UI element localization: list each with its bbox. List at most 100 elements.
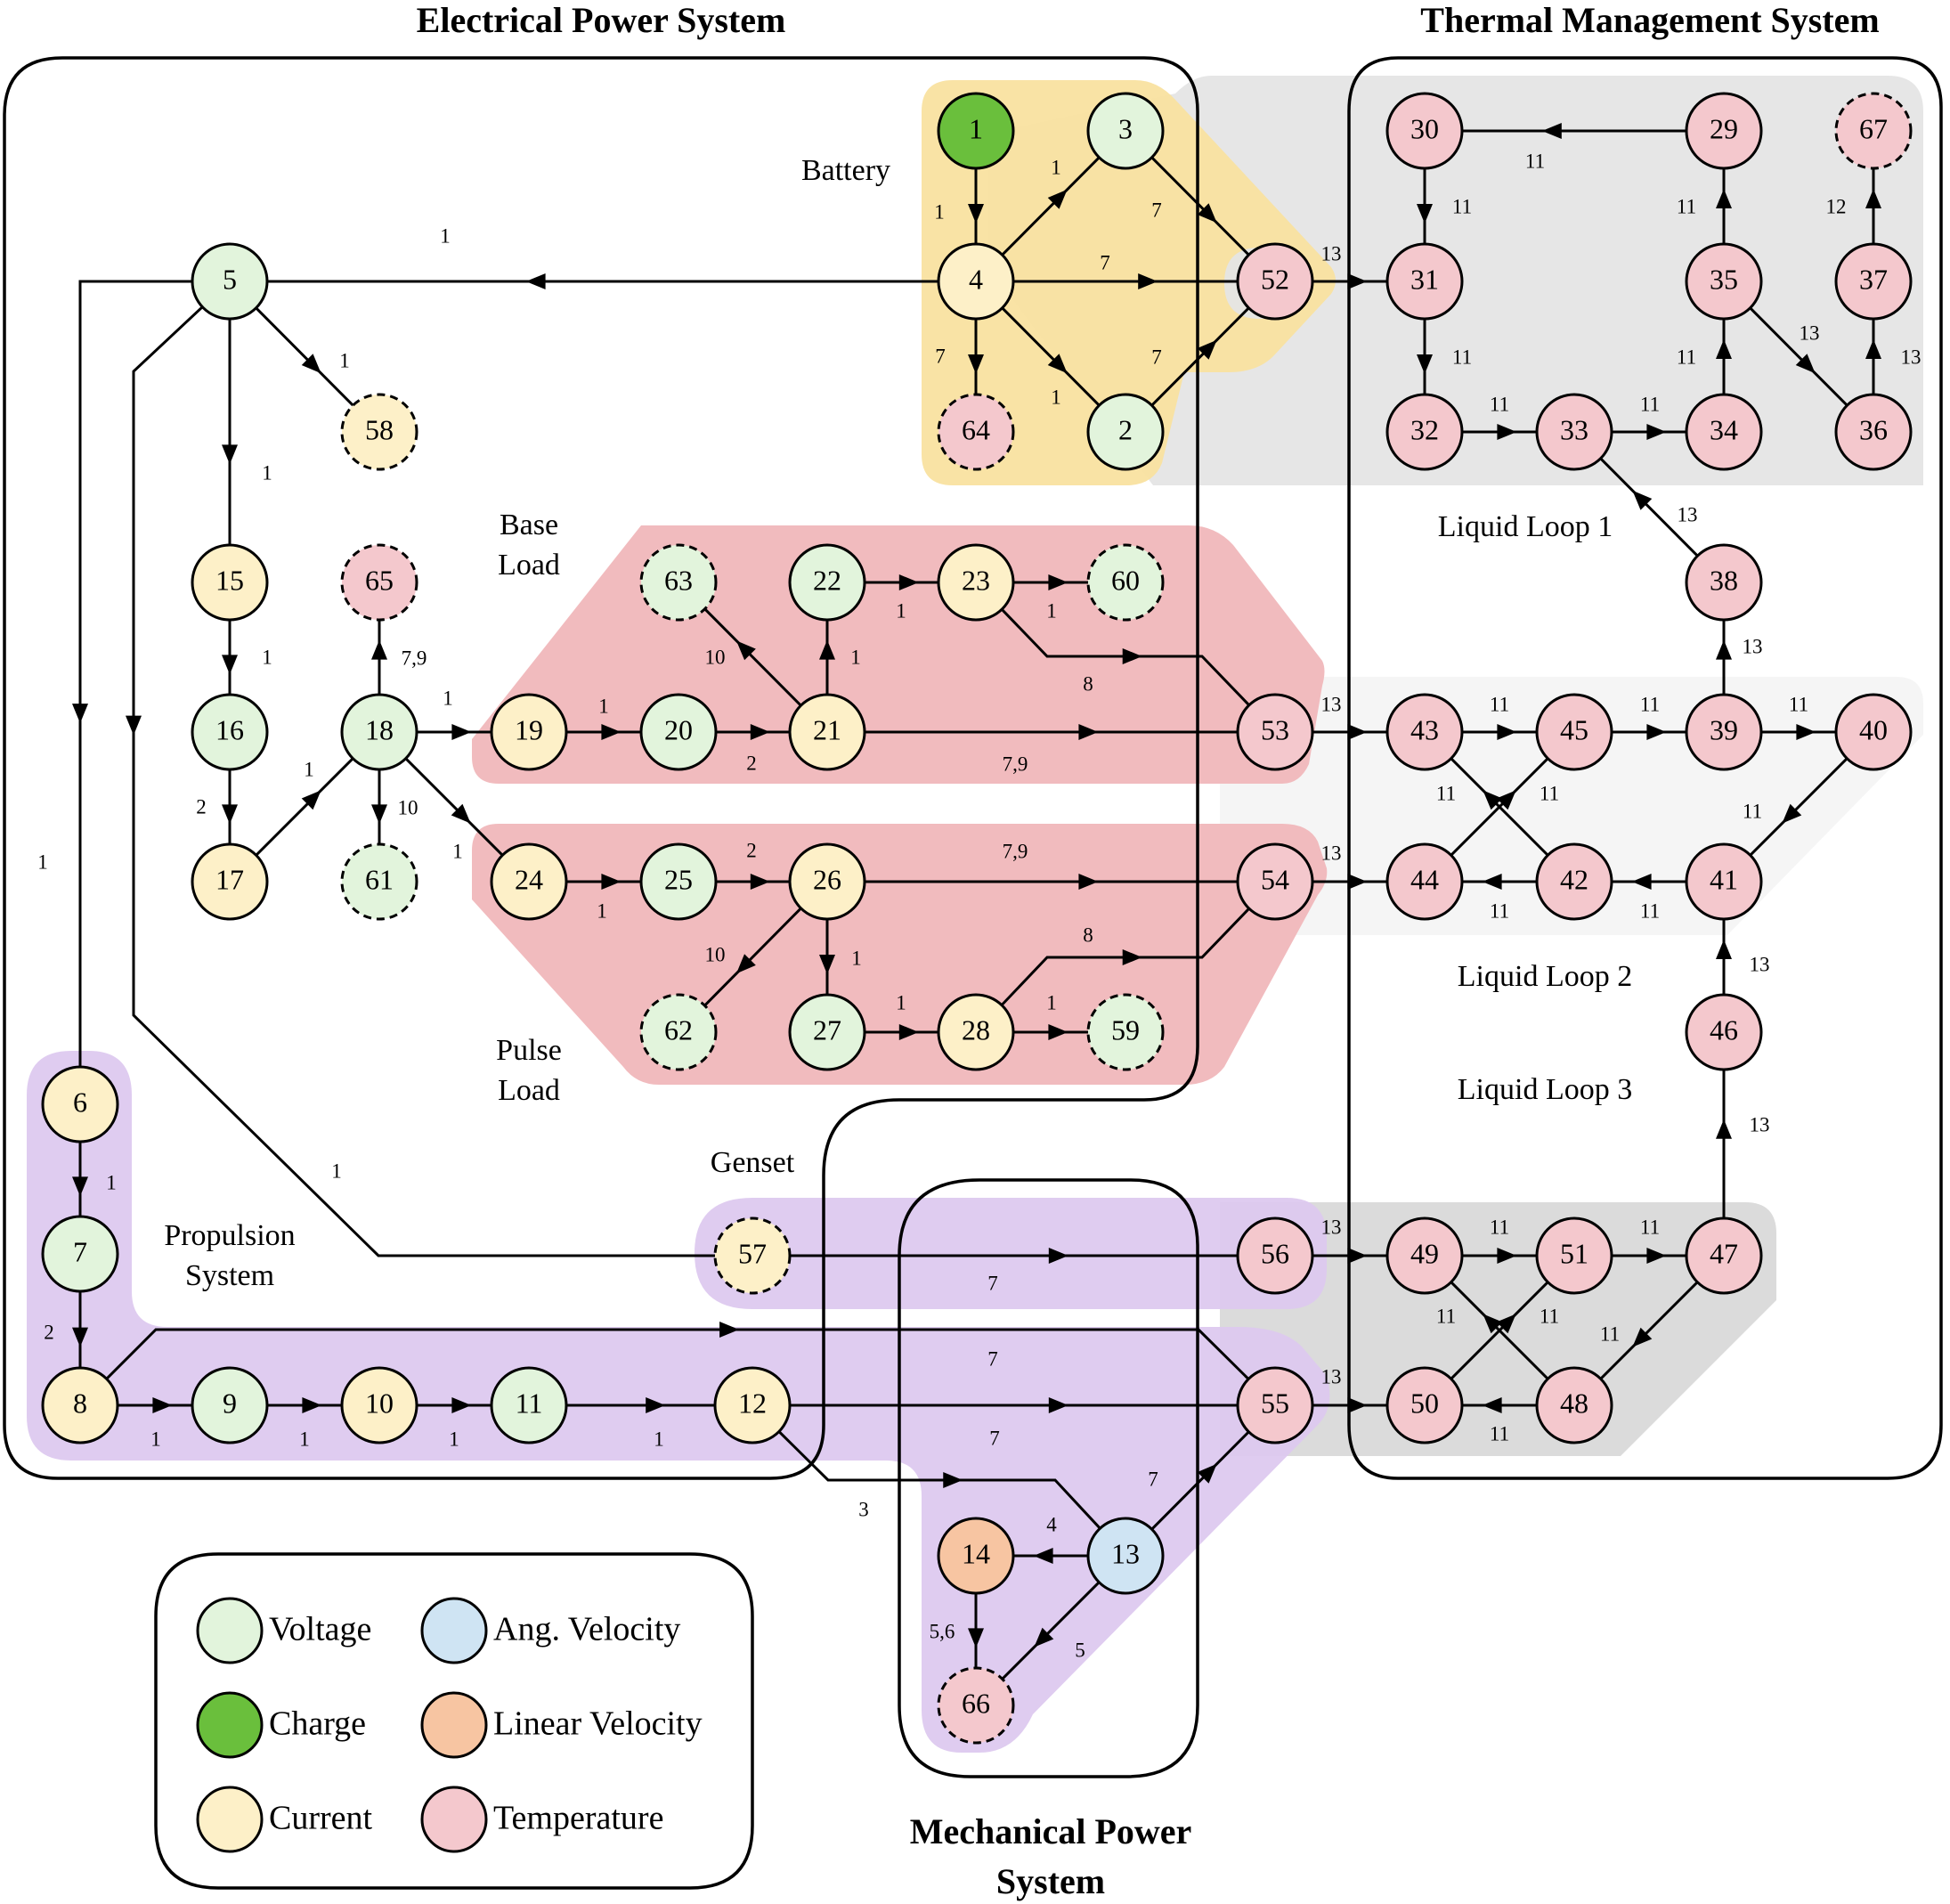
node-64: 64 bbox=[937, 393, 1015, 471]
legend-swatch bbox=[420, 1786, 488, 1853]
node-label: 10 bbox=[365, 1387, 394, 1419]
edge-21-63: 10 bbox=[703, 607, 802, 707]
edge-label: 13 bbox=[1321, 842, 1342, 864]
edge-21-22: 1 bbox=[819, 620, 861, 695]
edge-label: 7 bbox=[1148, 1468, 1158, 1490]
node-24: 24 bbox=[490, 842, 568, 921]
edge-label: 10 bbox=[705, 943, 726, 965]
edge-label: 1 bbox=[896, 599, 906, 622]
node-circle bbox=[1535, 693, 1613, 771]
node-circle bbox=[937, 393, 1015, 471]
node-label: 7 bbox=[73, 1235, 87, 1267]
node-label: 51 bbox=[1560, 1237, 1588, 1269]
edge-35-29: 11 bbox=[1677, 168, 1732, 244]
node-label: 66 bbox=[962, 1687, 990, 1719]
node-label: 2 bbox=[1118, 413, 1133, 445]
edge-arrowhead bbox=[1347, 724, 1368, 740]
edge-arrowhead bbox=[750, 724, 770, 740]
edge-arrowhead bbox=[72, 1327, 88, 1347]
edge-arrowhead bbox=[1483, 790, 1503, 810]
edge-label: 11 bbox=[1490, 1422, 1509, 1444]
edge-16-17: 2 bbox=[196, 769, 238, 844]
node-3: 3 bbox=[1086, 92, 1165, 170]
edge-label: 12 bbox=[1826, 195, 1847, 217]
node-circle bbox=[1086, 1517, 1165, 1595]
edge-49-51: 11 bbox=[1462, 1216, 1537, 1264]
node-53: 53 bbox=[1236, 693, 1314, 771]
node-circle bbox=[1685, 543, 1763, 622]
node-6: 6 bbox=[41, 1065, 119, 1143]
node-circle bbox=[1236, 842, 1314, 921]
node-label: 17 bbox=[215, 863, 244, 895]
node-circle bbox=[340, 842, 418, 921]
node-66: 66 bbox=[937, 1666, 1015, 1745]
node-label: 44 bbox=[1410, 863, 1439, 895]
thermal-system-title: Thermal Management System bbox=[1420, 0, 1879, 40]
edge-arrowhead bbox=[1716, 189, 1732, 208]
edge-29-30: 11 bbox=[1462, 123, 1686, 172]
genset-label: Genset bbox=[711, 1146, 795, 1179]
node-label: 39 bbox=[1710, 713, 1738, 745]
edge-28-54: 8 bbox=[1000, 907, 1250, 1006]
edge-arrowhead bbox=[1796, 724, 1816, 740]
node-59: 59 bbox=[1086, 993, 1165, 1071]
edge-arrowhead bbox=[898, 1024, 919, 1040]
edge-label: 11 bbox=[1436, 782, 1456, 804]
node-61: 61 bbox=[340, 842, 418, 921]
node-15: 15 bbox=[191, 543, 269, 622]
node-45: 45 bbox=[1535, 693, 1613, 771]
edge-18-24: 1 bbox=[404, 757, 504, 862]
node-circle bbox=[1685, 1216, 1763, 1295]
node-label: 15 bbox=[215, 564, 244, 596]
node-label: 8 bbox=[73, 1387, 87, 1419]
edge-26-62: 10 bbox=[703, 907, 802, 1007]
edge-label: 1 bbox=[1046, 991, 1057, 1013]
edge-4-64: 7 bbox=[935, 319, 984, 395]
edge-label: 13 bbox=[1321, 693, 1342, 715]
node-circle bbox=[1086, 993, 1165, 1071]
edge-56-49: 13 bbox=[1312, 1216, 1387, 1264]
edge-18-61: 10 bbox=[371, 769, 418, 844]
node-circle bbox=[191, 543, 269, 622]
node-label: 61 bbox=[365, 863, 394, 895]
edge-20-21: 2 bbox=[716, 724, 790, 774]
edge-arrowhead bbox=[819, 639, 835, 660]
node-57: 57 bbox=[713, 1216, 792, 1295]
node-39: 39 bbox=[1685, 693, 1763, 771]
edge-label: 11 bbox=[1452, 346, 1472, 368]
edge-arrowhead bbox=[1541, 123, 1562, 139]
edge-line bbox=[1749, 757, 1848, 857]
node-label: 64 bbox=[962, 413, 990, 445]
node-circle bbox=[788, 993, 866, 1071]
legend-swatch bbox=[196, 1786, 264, 1853]
edge-34-35: 11 bbox=[1677, 319, 1732, 395]
node-circle bbox=[937, 993, 1015, 1071]
edge-arrowhead bbox=[1048, 574, 1068, 590]
edge-line bbox=[255, 306, 354, 407]
node-label: 16 bbox=[215, 713, 244, 745]
edge-5-57: 1 bbox=[126, 305, 715, 1257]
node-34: 34 bbox=[1685, 393, 1763, 471]
edge-label: 11 bbox=[1490, 899, 1509, 922]
node-27: 27 bbox=[788, 993, 866, 1071]
legend-item-current: Current bbox=[196, 1786, 373, 1853]
edge-47-46: 13 bbox=[1716, 1070, 1770, 1218]
edge-arrowhead bbox=[1482, 874, 1502, 890]
node-48: 48 bbox=[1535, 1366, 1613, 1444]
edge-arrowhead bbox=[898, 574, 919, 590]
edge-11-12: 1 bbox=[566, 1397, 715, 1450]
edge-label: 11 bbox=[1640, 1216, 1660, 1238]
node-circle bbox=[1236, 1366, 1314, 1444]
edge-32-33: 11 bbox=[1462, 393, 1537, 440]
edge-arrowhead bbox=[1631, 874, 1652, 890]
edge-label: 7 bbox=[935, 345, 946, 367]
node-circle bbox=[1385, 92, 1464, 170]
edge-arrowhead bbox=[1048, 1024, 1068, 1040]
node-circle bbox=[191, 693, 269, 771]
edge-line bbox=[1599, 1281, 1699, 1380]
edge-arrowhead bbox=[1034, 1627, 1054, 1648]
node-circle bbox=[1385, 1216, 1464, 1295]
node-label: 59 bbox=[1111, 1013, 1140, 1046]
node-63: 63 bbox=[639, 543, 718, 622]
edge-40-41: 11 bbox=[1743, 757, 1848, 857]
